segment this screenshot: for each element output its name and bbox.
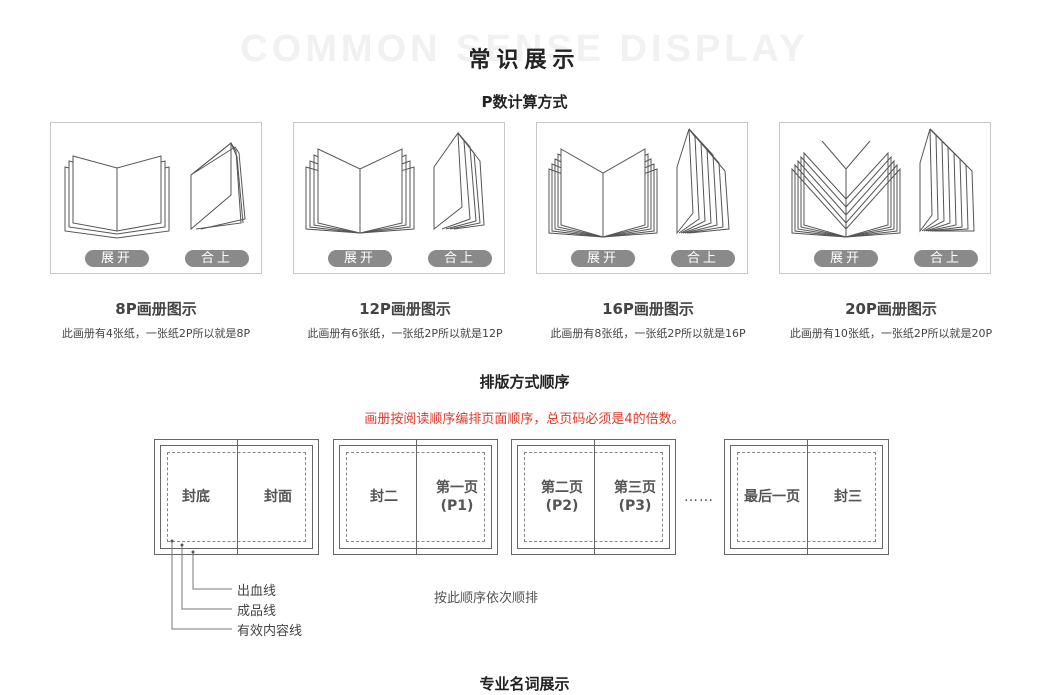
legend-trim-line: 成品线 bbox=[237, 604, 277, 619]
booklet-card-16p: 展开 合上 bbox=[536, 122, 748, 274]
legend-safe-line: 有效内容线 bbox=[237, 624, 303, 639]
safe-content-line bbox=[346, 452, 485, 542]
open-label-8p: 展开 bbox=[85, 250, 149, 267]
caption-desc: 此画册有8张纸，一张纸2P所以就是16P bbox=[550, 327, 746, 340]
caption-20p: 20P画册图示 此画册有10张纸，一张纸2P所以就是20P bbox=[770, 298, 1012, 341]
caption-12p: 12P画册图示 此画册有6张纸，一张纸2P所以就是12P bbox=[284, 298, 526, 341]
safe-content-line bbox=[524, 452, 663, 542]
booklet-card-8p: 展开 合上 bbox=[50, 122, 262, 274]
close-label-20p: 合上 bbox=[914, 250, 978, 267]
legend-leader-lines bbox=[170, 539, 232, 630]
trim-line bbox=[339, 445, 492, 549]
close-label-16p: 合上 bbox=[671, 250, 735, 267]
open-label-20p: 展开 bbox=[814, 250, 878, 267]
trim-line bbox=[730, 445, 883, 549]
page-label: 封面 bbox=[264, 489, 292, 505]
caption-title: 20P画册图示 bbox=[845, 300, 937, 318]
ellipsis: …… bbox=[684, 489, 714, 505]
legend-bleed-line: 出血线 bbox=[237, 584, 277, 599]
fold-line bbox=[237, 440, 238, 554]
open-label-12p: 展开 bbox=[328, 250, 392, 267]
section-title-layout: 排版方式顺序 bbox=[479, 373, 570, 391]
caption-desc: 此画册有6张纸，一张纸2P所以就是12P bbox=[307, 327, 503, 340]
trim-line bbox=[517, 445, 670, 549]
page-label: 封底 bbox=[182, 489, 210, 505]
section-title-pcount: P数计算方式 bbox=[481, 93, 568, 111]
page-title: 常识展示 bbox=[468, 48, 581, 73]
page-label: 封三 bbox=[834, 489, 862, 505]
booklet-8p-illustration bbox=[64, 141, 246, 239]
caption-title: 12P画册图示 bbox=[359, 300, 451, 318]
page-label: 第三页 (P3) bbox=[614, 480, 656, 514]
booklet-16p-illustration bbox=[548, 128, 730, 238]
spread-4: 最后一页 封三 bbox=[724, 439, 889, 555]
fold-line bbox=[807, 440, 808, 554]
spread-1: 封底 封面 bbox=[154, 439, 319, 555]
fold-line bbox=[594, 440, 595, 554]
trim-line bbox=[160, 445, 313, 549]
close-label-8p: 合上 bbox=[185, 250, 249, 267]
caption-title: 8P画册图示 bbox=[115, 300, 197, 318]
open-label-16p: 展开 bbox=[571, 250, 635, 267]
watermark-text: COMMON SENSE DISPLAY bbox=[240, 28, 809, 70]
spread-2: 封二 第一页 (P1) bbox=[333, 439, 498, 555]
safe-content-line bbox=[737, 452, 876, 542]
caption-8p: 8P画册图示 此画册有4张纸，一张纸2P所以就是8P bbox=[35, 298, 277, 341]
layout-note: 画册按阅读顺序编排页面顺序，总页码必须是4的倍数。 bbox=[364, 412, 685, 427]
section-title-terms: 专业名词展示 bbox=[479, 675, 570, 693]
booklet-card-12p: 展开 合上 bbox=[293, 122, 505, 274]
caption-desc: 此画册有10张纸，一张纸2P所以就是20P bbox=[789, 327, 993, 340]
caption-title: 16P画册图示 bbox=[602, 300, 694, 318]
page-label: 第一页 (P1) bbox=[436, 480, 478, 514]
order-note: 按此顺序依次顺排 bbox=[434, 591, 539, 606]
booklet-card-20p: 展开 合上 bbox=[779, 122, 991, 274]
caption-desc: 此画册有4张纸，一张纸2P所以就是8P bbox=[61, 327, 251, 340]
page-label: 封二 bbox=[370, 489, 398, 505]
spread-3: 第二页 (P2) 第三页 (P3) bbox=[511, 439, 676, 555]
safe-content-line bbox=[167, 452, 306, 542]
close-label-12p: 合上 bbox=[428, 250, 492, 267]
caption-16p: 16P画册图示 此画册有8张纸，一张纸2P所以就是16P bbox=[527, 298, 769, 341]
page-label: 最后一页 bbox=[744, 489, 800, 505]
booklet-20p-illustration bbox=[791, 128, 975, 238]
booklet-12p-illustration bbox=[305, 131, 485, 234]
fold-line bbox=[416, 440, 417, 554]
page-label: 第二页 (P2) bbox=[541, 480, 583, 514]
